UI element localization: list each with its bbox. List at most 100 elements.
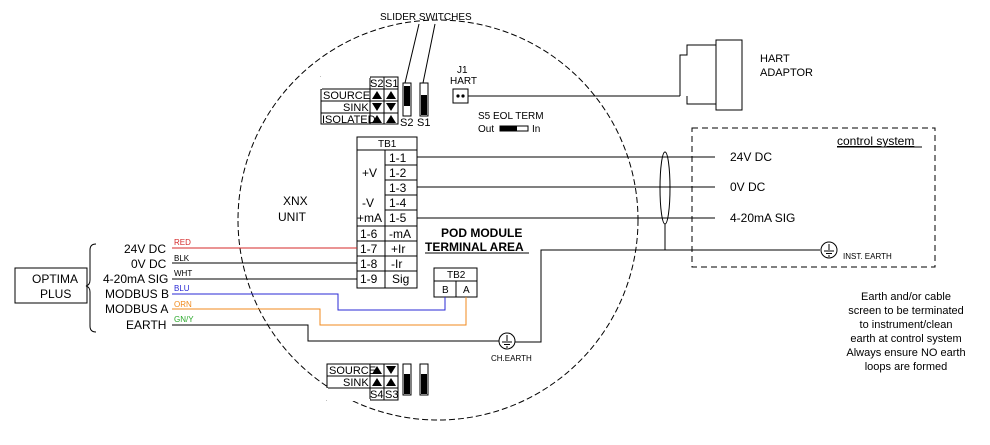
optima-signal-modbus-a: MODBUS A (105, 302, 168, 316)
optima-signal-earth: EARTH (126, 318, 166, 332)
hart-connector[interactable] (452, 88, 469, 104)
tb1-term-1-3: 1-3 (389, 181, 407, 195)
tb1-term-1-8: 1-8 (360, 257, 378, 271)
optima-wire-modbus-b (172, 293, 446, 311)
hart-label: HART (450, 76, 477, 87)
tb1-minus-v-label: -V (362, 196, 374, 210)
s1-up-arrow-icon (386, 91, 396, 99)
note-line-5: Always ensure NO earth (846, 347, 965, 359)
tb1-term-1-5: 1-5 (389, 211, 407, 225)
tb2-terminal-block (433, 267, 478, 298)
s2-up-arrow-icon (372, 91, 382, 99)
tb1-plus-ma-label: +mA (357, 211, 382, 225)
hart-adaptor-icon (679, 39, 743, 111)
control-system-title: control system (837, 134, 914, 148)
unit-label: UNIT (278, 210, 307, 224)
cs-signal-4-20ma: 4-20mA SIG (730, 211, 795, 225)
cable-screen (659, 151, 671, 225)
s4-up-arrow-icon (372, 366, 382, 374)
col-s2-label: S2 (370, 78, 383, 90)
tb2-a-label: A (463, 285, 470, 296)
s2-down-arrow-icon (372, 103, 382, 111)
s1-isolated-arrow-icon (386, 115, 396, 123)
s2-isolated-arrow-icon (372, 115, 382, 123)
s5-label: S5 EOL TERM (478, 111, 544, 122)
wire-code-red: RED (174, 238, 191, 247)
s1-switch-label: S1 (417, 117, 430, 129)
note-line-1: Earth and/or cable (861, 291, 951, 303)
optima-signal-24v: 24V DC (124, 242, 166, 256)
wire-code-gny: GN/Y (174, 315, 194, 324)
tb2-header: TB2 (447, 270, 466, 281)
tb1-term-1-6: 1-6 (360, 227, 378, 241)
optima-signal-0v: 0V DC (131, 257, 167, 271)
terminal-area-label: TERMINAL AREA (425, 240, 524, 254)
xnx-unit-outline (237, 19, 639, 421)
j1-label: J1 (457, 65, 468, 76)
tb1-sig-label: Sig (392, 272, 409, 286)
s5-out-label: Out (478, 124, 494, 135)
tb1-term-1-9: 1-9 (360, 272, 378, 286)
optima-wire-earth (172, 324, 499, 342)
pod-module-label: POD MODULE (441, 226, 522, 240)
tb1-term-1-2: 1-2 (389, 166, 407, 180)
bottom-row-source-label: SOURCE (329, 365, 376, 377)
note-line-3: to instrument/clean (860, 319, 953, 331)
bottom-row-sink-label: SINK (343, 377, 369, 389)
ch-earth-label: CH.EARTH (491, 354, 532, 363)
wire-code-blu: BLU (174, 284, 190, 293)
switch-table-bottom (326, 363, 399, 401)
wire-code-orn: ORN (174, 300, 192, 309)
col-s3-label: S3 (385, 389, 398, 401)
inst-earth-label: INST. EARTH (843, 252, 892, 261)
optima-signal-modbus-b: MODBUS B (105, 287, 169, 301)
tb1-plus-v-label: +V (362, 166, 377, 180)
signal-brace (85, 243, 97, 333)
tb1-term-1-4: 1-4 (389, 196, 407, 210)
wire-code-blk: BLK (174, 254, 190, 263)
leader-line-s1 (422, 23, 436, 84)
s5-in-label: In (532, 124, 540, 135)
col-s4-label: S4 (370, 389, 383, 401)
cs-signal-0v: 0V DC (730, 180, 766, 194)
control-system-box (691, 127, 936, 268)
tb1-minus-ir-label: -Ir (391, 257, 402, 271)
tb1-term-1-7: 1-7 (360, 242, 378, 256)
tb1-minus-ma-label: -mA (389, 227, 411, 241)
tb1-plus-ir-label: +Ir (391, 242, 405, 256)
cs-signal-24v: 24V DC (730, 150, 772, 164)
chassis-earth-icon (498, 332, 516, 350)
leader-line-s2 (404, 23, 420, 84)
s4-sink-arrow-icon (372, 378, 382, 386)
s2-switch-label: S2 (400, 117, 413, 129)
inst-earth-icon (820, 241, 838, 259)
tb1-terminal-block (356, 136, 418, 289)
hart-adaptor-label-2: ADAPTOR (760, 67, 813, 79)
note-line-4: earth at control system (850, 333, 961, 345)
optima-plus-box (14, 267, 88, 304)
optima-signal-4-20ma: 4-20mA SIG (103, 272, 168, 286)
wire-code-wht: WHT (174, 269, 192, 278)
slider-switches-title: SLIDER SWITCHES (380, 12, 472, 23)
earth-note: Earth and/or cable screen to be terminat… (846, 291, 965, 373)
s3-sink-arrow-icon (386, 378, 396, 386)
row-source-label: SOURCE (323, 90, 370, 102)
row-sink-label: SINK (343, 102, 369, 114)
tb1-header: TB1 (378, 139, 397, 150)
switch-table-top: S2 S1 SOURCE SINK ISOLATED (320, 76, 399, 126)
col-s1-label: S1 (385, 78, 398, 90)
plus-label: PLUS (40, 287, 71, 301)
row-isolated-label: ISOLATED (322, 114, 376, 126)
tb2-b-label: B (442, 285, 449, 296)
note-line-2: screen to be terminated (848, 305, 964, 317)
hart-adaptor-label-1: HART (760, 53, 790, 65)
s3-down-arrow-icon (386, 366, 396, 374)
earth-return-wire (515, 249, 665, 343)
note-line-6: loops are formed (865, 361, 948, 373)
tb1-term-1-1: 1-1 (389, 151, 407, 165)
s1-down-arrow-icon (386, 103, 396, 111)
optima-wire-modbus-a (172, 297, 467, 326)
xnx-label: XNX (283, 194, 308, 208)
optima-label: OPTIMA (32, 272, 78, 286)
